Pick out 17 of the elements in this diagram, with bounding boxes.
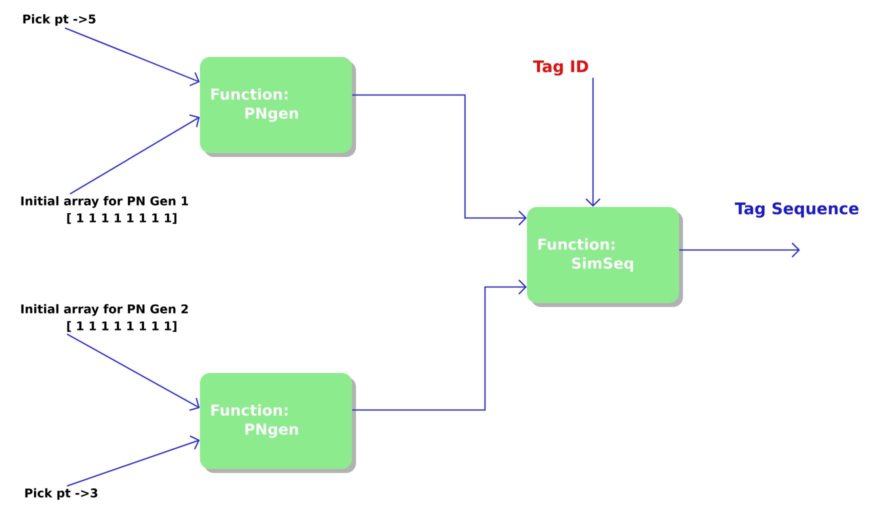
arrow [679,242,800,258]
arrow [352,94,527,226]
input-label: Pick pt ->3 [25,488,98,500]
arrow [66,333,200,411]
input-label: Tag ID [533,60,588,76]
edge-label: Tag Sequence [734,202,858,218]
function-box: Function: PNgen [200,57,356,157]
arrow [66,435,200,487]
input-label: Initial array for PN Gen 2 [ 1 1 1 1 1 1 1 1] [21,304,188,332]
arrow [64,27,200,86]
function-box: Function: PNgen [200,373,356,473]
arrow [352,280,527,411]
function-box: Function: SimSeq [527,207,683,307]
input-label: Pick pt ->5 [23,14,96,26]
arrow [70,114,200,195]
arrow [586,78,600,207]
input-label: Initial array for PN Gen 1 [ 1 1 1 1 1 1 1 1] [21,196,188,224]
